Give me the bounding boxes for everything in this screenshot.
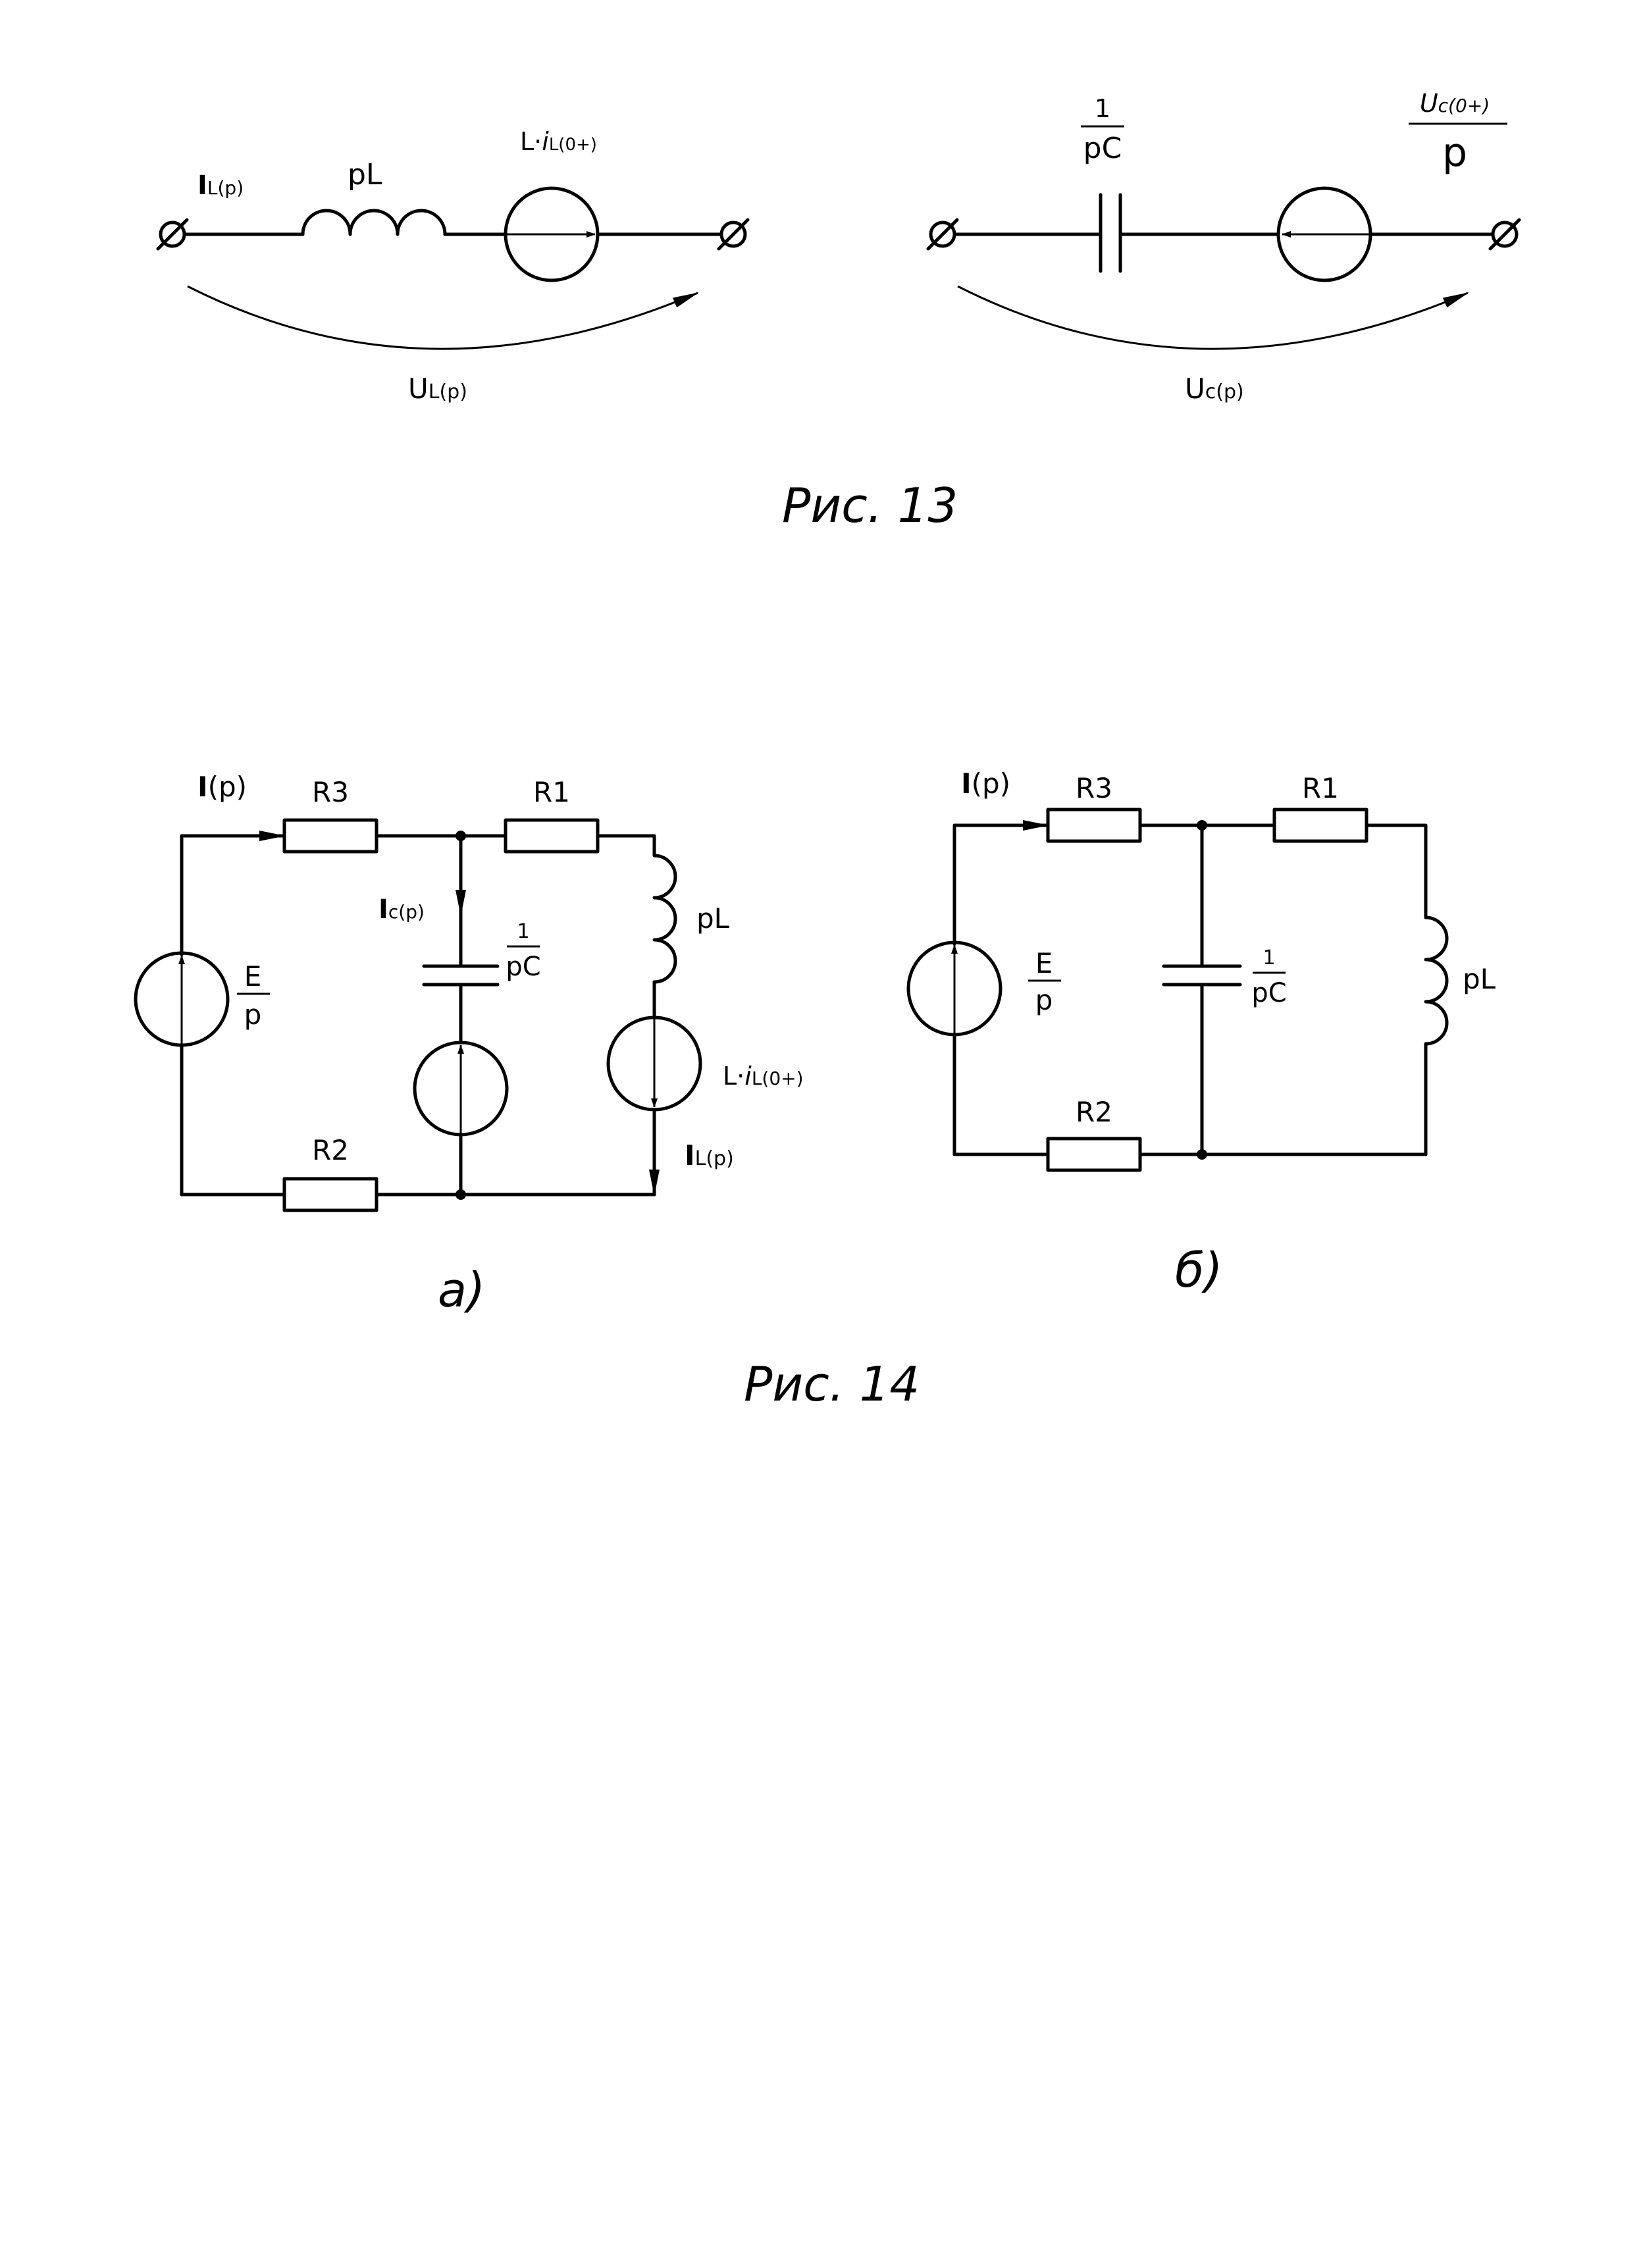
fig13-left-current-label: IL(p) — [197, 170, 244, 201]
inductor-coil — [1424, 915, 1449, 1046]
fig14b-circuit — [906, 808, 1449, 1172]
fig14a-source-den: p — [244, 998, 262, 1031]
fig13-left-inductor-label: pL — [348, 158, 382, 192]
fig14a-r3-label: R3 — [312, 776, 349, 808]
fig14a-r2-label: R2 — [312, 1134, 349, 1166]
fig14b-r1-label: R1 — [1302, 772, 1339, 804]
fig13-right-source-num: Uc(0+) — [1420, 89, 1490, 118]
fig14a-inductor-label: pL — [696, 902, 730, 935]
fig13-left-inductor-branch — [156, 186, 750, 350]
fig14a-source-num: E — [244, 960, 262, 992]
fig13-caption: Рис. 13 — [782, 478, 958, 533]
fig13-right-cap-num: 1 — [1095, 94, 1110, 123]
fig14a-ic-label: Ic(p) — [378, 894, 425, 925]
fig13-right-source-den: p — [1442, 130, 1467, 176]
resistor-r2 — [282, 1177, 378, 1212]
fig14b-current-label: I(p) — [961, 767, 1010, 800]
fig14b-cap-den: pC — [1251, 978, 1286, 1008]
resistor-r2 — [1046, 1137, 1142, 1172]
fig13-left-voltage-label: UL(p) — [408, 373, 467, 405]
fig14b-cap-num: 1 — [1263, 946, 1275, 969]
inductor-coil — [301, 209, 447, 236]
fig14a-r1-label: R1 — [533, 776, 570, 808]
inductor-coil — [652, 854, 677, 984]
resistor-r1 — [1272, 808, 1368, 843]
fig13-right-cap-den: pC — [1083, 132, 1122, 165]
fig14b-r3-label: R3 — [1076, 772, 1112, 804]
fig14b-sub-caption: б) — [1175, 1243, 1223, 1298]
voltage-arrow — [957, 285, 1469, 350]
fig14a-cap-den: pC — [506, 952, 540, 982]
fig14a-cap-num: 1 — [517, 920, 529, 943]
resistor-r1 — [504, 818, 600, 854]
terminal-right — [1488, 218, 1521, 251]
fig14a-sub-caption: a) — [438, 1262, 485, 1318]
fig14a-il-label: IL(p) — [685, 1139, 734, 1172]
resistor-r3 — [1046, 808, 1142, 843]
terminal-right — [717, 218, 750, 251]
fig14b-inductor-label: pL — [1463, 963, 1496, 995]
voltage-arrow — [187, 285, 699, 350]
fig14-caption: Рис. 14 — [744, 1356, 920, 1412]
fig13-right-voltage-label: Uc(p) — [1185, 373, 1244, 405]
fig13-left-source-label: L·iL(0+) — [520, 127, 597, 156]
fig14b-source-den: p — [1035, 984, 1053, 1016]
fig14a-l-source-label: L·iL(0+) — [723, 1062, 804, 1091]
fig14b-r2-label: R2 — [1076, 1096, 1112, 1128]
terminal-left — [926, 218, 959, 251]
fig14b-source-num: E — [1035, 947, 1053, 979]
terminal-left — [156, 218, 189, 251]
fig13-right-capacitor-branch — [926, 186, 1521, 350]
fig14a-current-label: I(p) — [197, 771, 247, 803]
fig14a-circuit — [134, 818, 702, 1212]
resistor-r3 — [282, 818, 378, 854]
